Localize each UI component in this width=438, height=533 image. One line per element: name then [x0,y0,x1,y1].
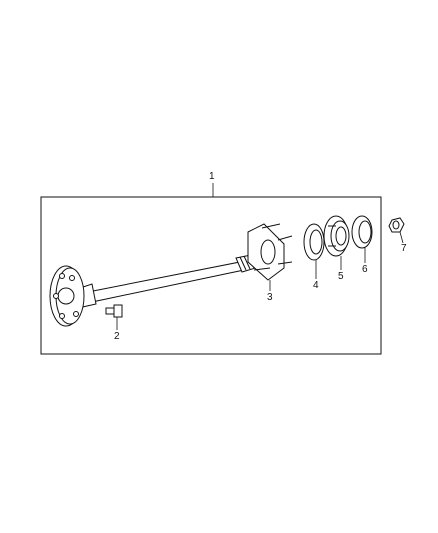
axle-shaft-icon [49,253,263,327]
callout-7: 7 [401,243,407,254]
leader-line-7 [399,231,404,244]
callout-3: 3 [267,292,273,303]
wheel-stud-icon [105,304,123,318]
seal-icon [303,223,325,261]
callout-6: 6 [362,264,368,275]
assembly-frame [40,196,382,355]
callout-2: 2 [114,331,120,342]
callout-4: 4 [313,280,319,291]
retainer-plate-icon [247,223,293,281]
callout-5: 5 [338,271,344,282]
nut-icon [388,217,405,233]
bearing-icon [323,215,350,257]
callout-1: 1 [209,171,215,182]
bearing-retainer-ring-icon [351,215,373,249]
